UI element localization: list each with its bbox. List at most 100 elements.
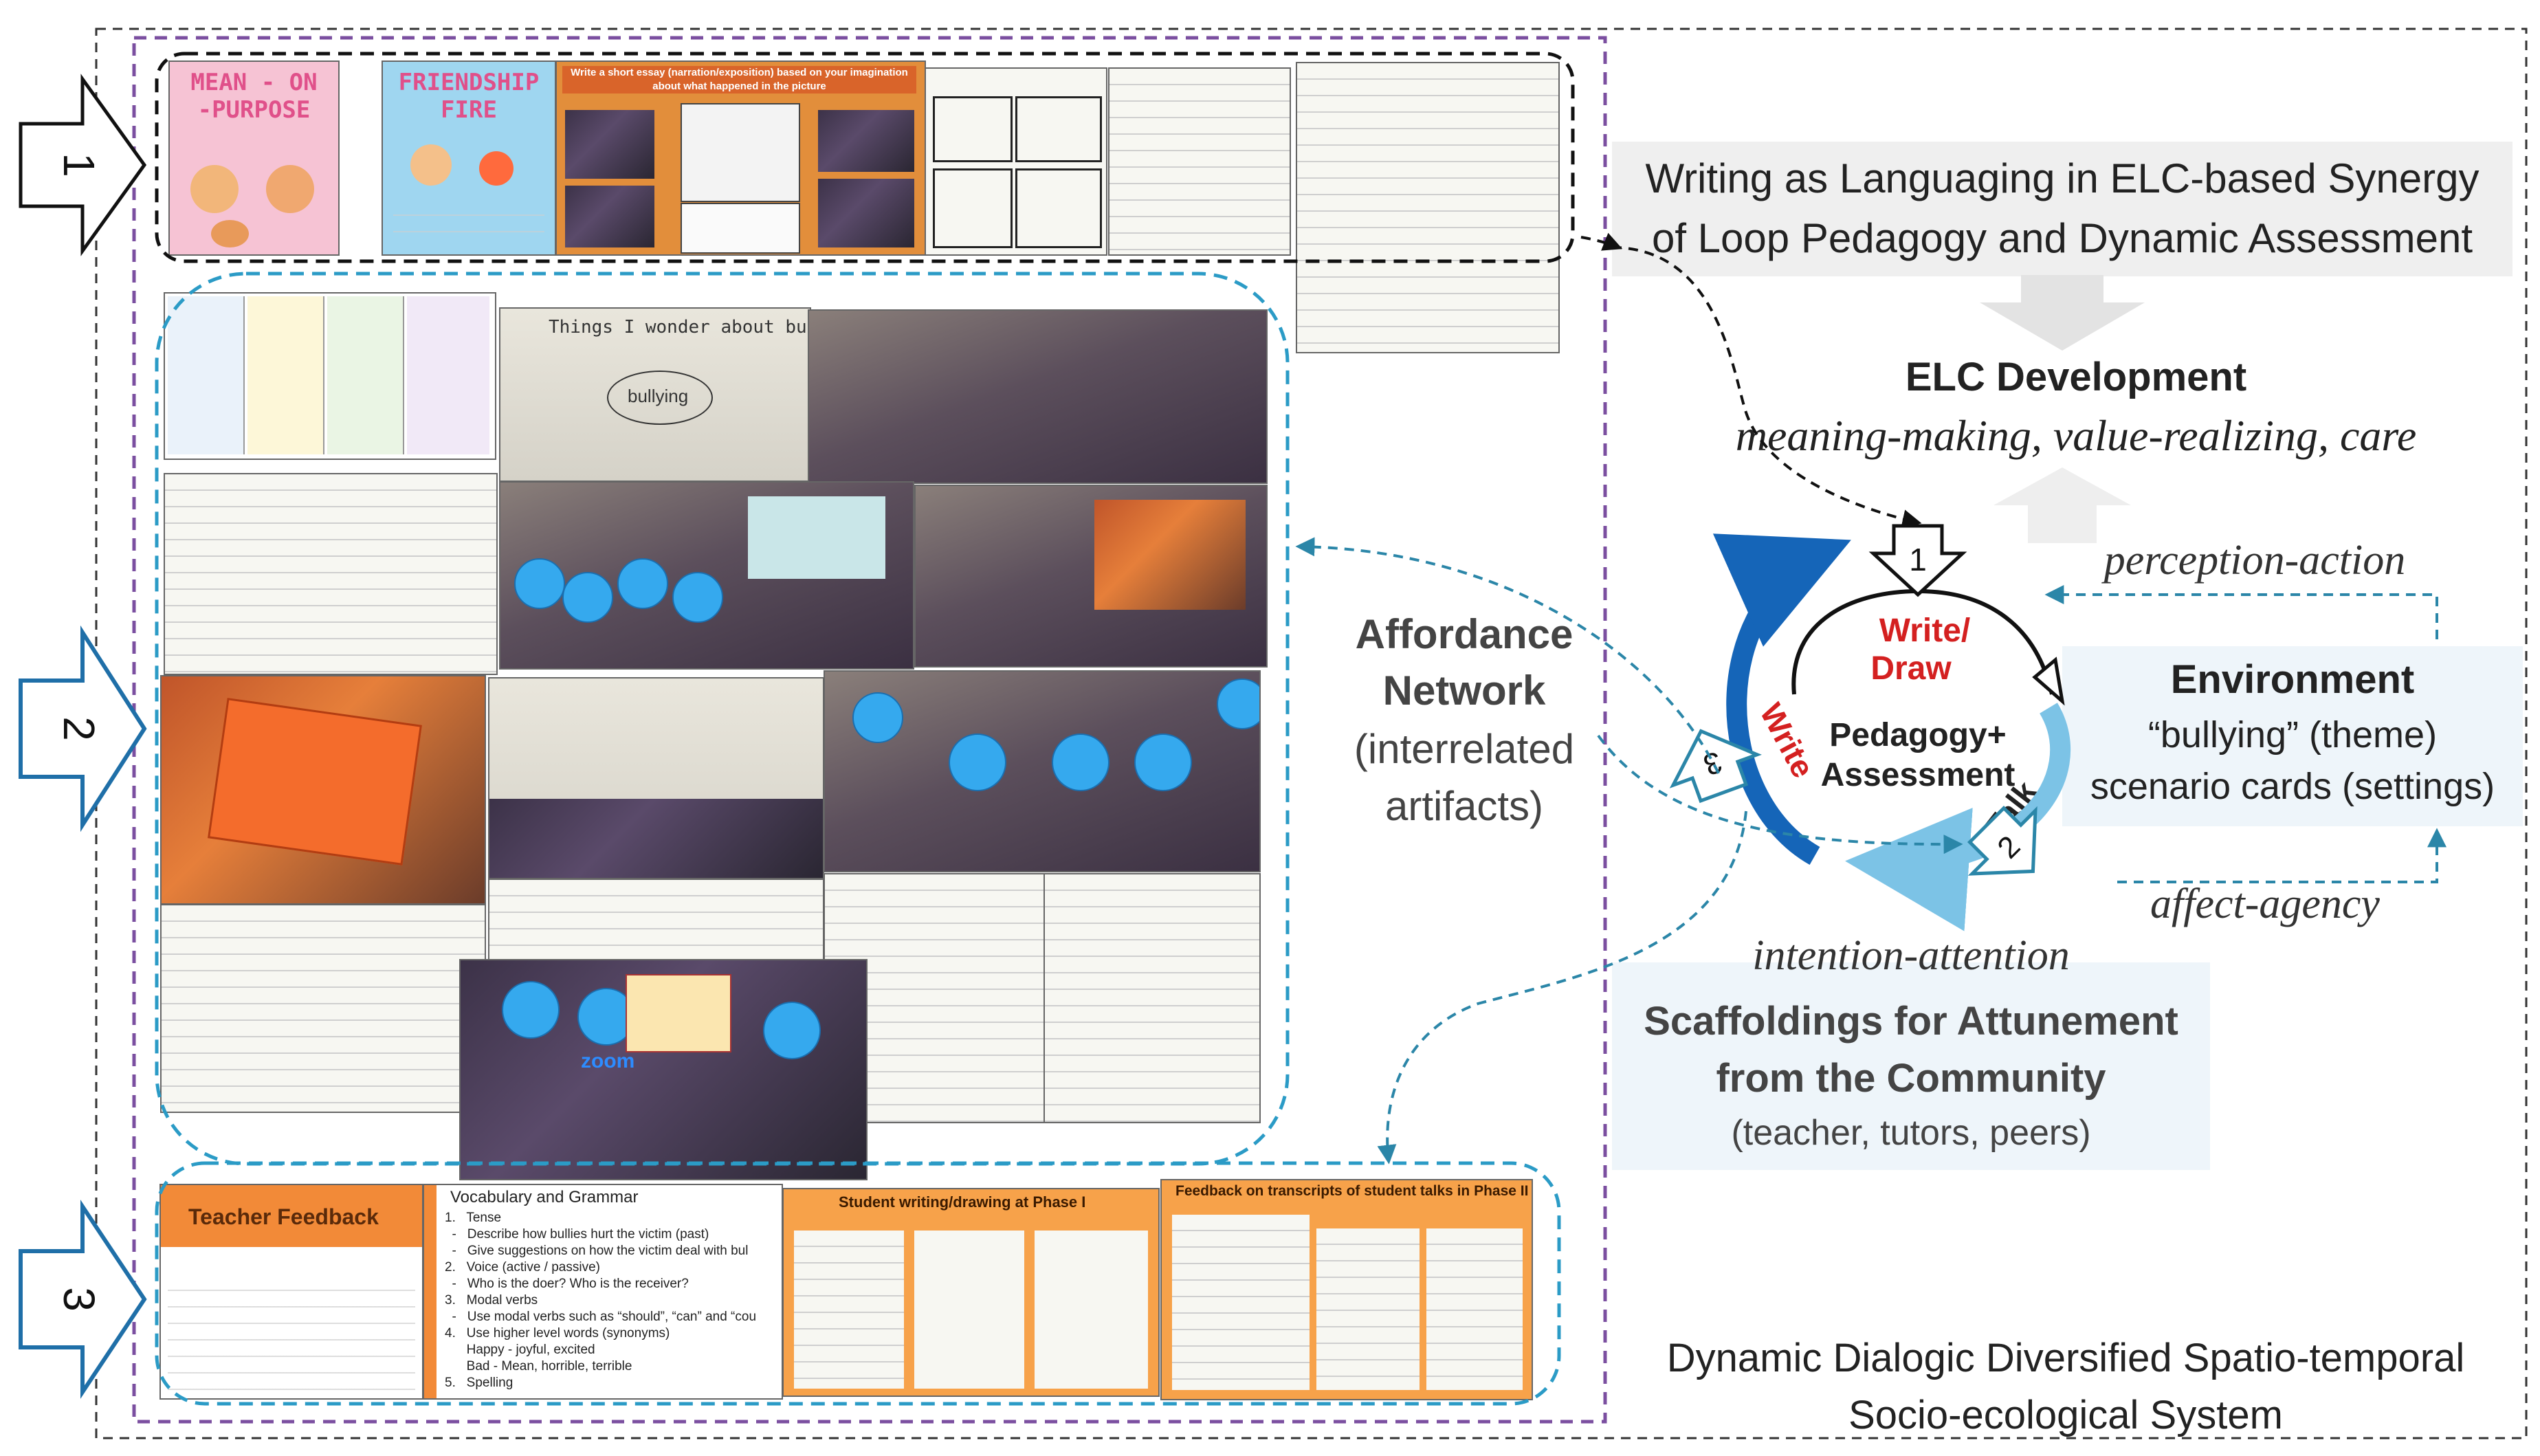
blurred-face (763, 1002, 821, 1059)
blurred-face (617, 558, 668, 609)
blurred-face (514, 558, 565, 609)
student-phase1-card: Student writing/drawing at Phase I (782, 1188, 1160, 1397)
blurred-face (1134, 733, 1192, 791)
blurred-face (1217, 679, 1259, 729)
elc-subtitle: meaning-making, value-realizing, care (1735, 411, 2417, 460)
photo-tile (681, 203, 800, 254)
wonder-board-title: Things I wonder about bullying (549, 317, 810, 338)
vocab-grammar-list: 1. Tense - Describe how bullies hurt the… (445, 1210, 778, 1391)
vocab-grammar-title: Vocabulary and Grammar (450, 1188, 639, 1206)
storybook-photo (160, 675, 486, 905)
wonder-board: Things I wonder about bullying bullying (499, 307, 811, 482)
vocab-item: 4. Use higher level words (synonyms) (445, 1326, 670, 1341)
summative-assessment-paper (1296, 62, 1560, 353)
vocab-item: - Who is the doer? Who is the receiver? (445, 1277, 689, 1291)
system-line2: Socio-ecological System (1848, 1393, 2283, 1437)
transcript-page (1172, 1215, 1310, 1390)
environment-heading: Environment (2170, 657, 2415, 702)
vocab-item: 5. Spelling (445, 1376, 513, 1390)
scaffold-line1: Scaffoldings for Attunement (1644, 999, 2178, 1044)
student-phase1-title: Student writing/drawing at Phase I (839, 1193, 1086, 1211)
kwhl-column (247, 296, 324, 454)
elc-heading: ELC Development (1905, 355, 2247, 399)
bubble-outline (607, 371, 713, 425)
loop-center-line2: Assessment (1820, 757, 2016, 793)
list-lines (393, 199, 544, 247)
phase1-number: 1 (54, 153, 104, 177)
blurred-face (672, 572, 723, 623)
vocab-item: 2. Voice (active / passive) (445, 1260, 600, 1275)
diagram-title-line1: Writing as Languaging in ELC-based Syner… (1645, 155, 2480, 201)
blurred-face (502, 981, 560, 1039)
affordance-line4: artifacts) (1384, 783, 1544, 829)
blurred-face (852, 692, 903, 743)
phase1-arrow (19, 74, 147, 256)
cartoon-figure (410, 144, 452, 186)
classroom-strip (489, 799, 823, 878)
mean-on-purpose-card: MEAN - ON -PURPOSE (168, 60, 340, 256)
photo-tile (818, 110, 914, 172)
reading-mission-board (488, 677, 824, 879)
scenario-card (626, 974, 731, 1052)
storybook-cover (208, 698, 422, 865)
photo-tile (818, 179, 914, 247)
vocab-item: - Describe how bullies hurt the victim (… (445, 1227, 709, 1242)
perception-action-label: perception-action (2103, 537, 2406, 584)
teacher-feedback-card: Teacher Feedback (159, 1184, 423, 1400)
scaffold-line2: from the Community (1716, 1056, 2106, 1101)
phase3-number: 3 (54, 1287, 104, 1312)
teacher-feedback-title: Teacher Feedback (188, 1204, 379, 1229)
cartoon-figure (190, 165, 239, 213)
cartoon-figure (266, 165, 314, 213)
comic-panel (933, 168, 1013, 248)
diagram-title-line2: of Loop Pedagogy and Dynamic Assessment (1651, 215, 2473, 261)
loop-marker-1-text: 1 (1909, 542, 1927, 577)
friendship-fire-card: FRIENDSHIP FIRE (382, 60, 556, 256)
mean-on-purpose-title: MEAN - ON -PURPOSE (190, 69, 318, 124)
lined-worksheet (1108, 67, 1291, 256)
vocab-grammar-card: Vocabulary and Grammar 1. Tense - Descri… (423, 1184, 783, 1400)
affordance-line3: (interrelated (1354, 726, 1575, 772)
blurred-face (562, 572, 613, 623)
write-draw-label: Write/ (1879, 613, 1971, 649)
photo-tile (681, 103, 800, 202)
environment-theme: “bullying” (theme) (2147, 714, 2438, 755)
kwhl-column (168, 296, 245, 454)
loop-inner-arc-head (2032, 657, 2065, 706)
vocab-grammar-strip (424, 1185, 437, 1398)
phase3-arrow (19, 1200, 147, 1399)
vocab-item: - Use modal verbs such as “should”, “can… (445, 1310, 757, 1324)
comic-panel (1015, 168, 1102, 248)
summarizing-table (164, 473, 498, 675)
comic-worksheet (925, 67, 1107, 256)
phase2-arrow (19, 625, 147, 832)
scaffold-line3: (teacher, tutors, peers) (1731, 1113, 2091, 1153)
loop-marker-3-text: 3 (1699, 744, 1727, 782)
writing-sample (794, 1231, 904, 1389)
vocab-item: 3. Modal verbs (445, 1293, 538, 1308)
loop-marker-3: 3 (1669, 729, 1762, 804)
feedback-phase2-card: Feedback on transcripts of student talks… (1160, 1179, 1533, 1400)
essay-prompt-card: Write a short essay (narration/expositio… (555, 60, 926, 256)
grey-up-arrow-2 (1994, 467, 2131, 543)
photo-tile (565, 186, 654, 247)
students-photo (824, 670, 1261, 872)
blurred-face (949, 733, 1006, 791)
classroom-photo (808, 309, 1268, 484)
feedback-phase2-title: Feedback on transcripts of student talks… (1175, 1183, 1529, 1199)
affect-agency-label: affect-agency (2150, 881, 2380, 927)
environment-to-loop-arrow (2044, 585, 2438, 639)
intention-attention-label: intention-attention (1752, 932, 2070, 979)
video-screen (1094, 500, 1246, 610)
zoom-session-photo: zoom (459, 959, 868, 1180)
kwhl-chart (164, 292, 496, 460)
cartoon-figure (479, 151, 513, 186)
reasons-worksheet (488, 879, 824, 967)
zoom-logo: zoom (581, 1050, 635, 1072)
cartoon-figure (211, 220, 249, 247)
vocab-item: Happy - joyful, excited (445, 1343, 595, 1357)
antonyms-worksheet (1043, 873, 1261, 1123)
affordance-line1: Affordance (1355, 611, 1573, 657)
feedback-lines (168, 1275, 415, 1391)
affordance-line2: Network (1382, 668, 1546, 714)
